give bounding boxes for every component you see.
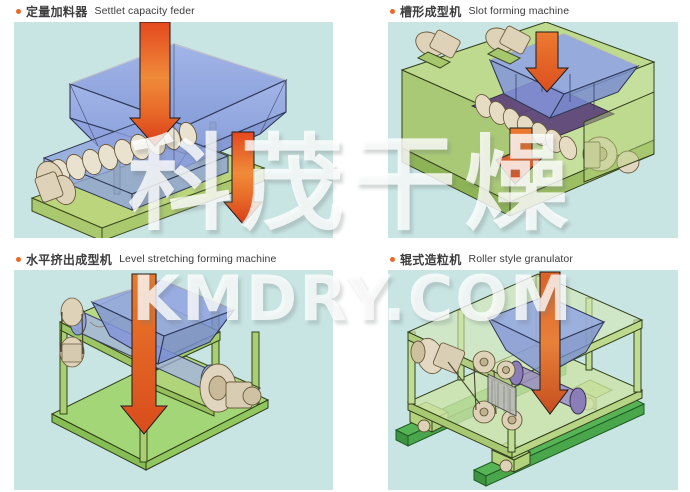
product-label: 槽形成型机 Slot forming machine <box>388 2 678 20</box>
illustration-roller-granulator <box>394 271 646 487</box>
bullet-dot-icon <box>390 8 395 14</box>
product-name-cn: 水平挤出成型机 <box>26 252 113 267</box>
product-name-en: Settlet capacity feder <box>94 5 195 17</box>
material-flow-arrow-outlet <box>222 131 264 225</box>
material-flow-arrow-inlet <box>524 31 570 93</box>
product-label: 辊式造粒机 Roller style granulator <box>388 250 678 268</box>
product-cell-roller-style-granulator: 辊式造粒机 Roller style granulator <box>388 250 678 490</box>
product-name-en: Roller style granulator <box>468 253 573 265</box>
product-name-en: Slot forming machine <box>468 5 570 17</box>
material-flow-arrow-outlet <box>495 127 544 185</box>
bullet-dot-icon <box>16 8 21 14</box>
product-name-en: Level stretching forming machine <box>119 253 277 265</box>
product-name-cn: 定量加料器 <box>26 4 88 19</box>
illustration-screw-feeder <box>30 22 288 238</box>
product-label: 定量加料器 Settlet capacity feder <box>14 2 333 20</box>
material-flow-arrow-inlet <box>128 22 182 147</box>
product-cell-level-stretching-forming-machine: 水平挤出成型机 Level stretching forming machine <box>14 250 333 490</box>
bullet-dot-icon <box>16 256 21 262</box>
product-label: 水平挤出成型机 Level stretching forming machine <box>14 250 333 268</box>
illustration-level-stretching-extruder <box>50 273 270 471</box>
product-cell-settlet-capacity-feder: 定量加料器 Settlet capacity feder <box>14 2 333 238</box>
bullet-dot-icon <box>390 256 395 262</box>
illustration-panel <box>14 22 333 238</box>
product-name-cn: 辊式造粒机 <box>400 252 462 267</box>
illustration-slot-forming-machine <box>400 22 656 217</box>
material-flow-arrow <box>531 271 569 415</box>
illustration-panel <box>388 270 678 490</box>
illustration-panel <box>388 22 678 238</box>
product-name-cn: 槽形成型机 <box>400 4 462 19</box>
product-cell-slot-forming-machine: 槽形成型机 Slot forming machine <box>388 2 678 238</box>
illustration-panel <box>14 270 333 490</box>
material-flow-arrow <box>119 273 169 435</box>
